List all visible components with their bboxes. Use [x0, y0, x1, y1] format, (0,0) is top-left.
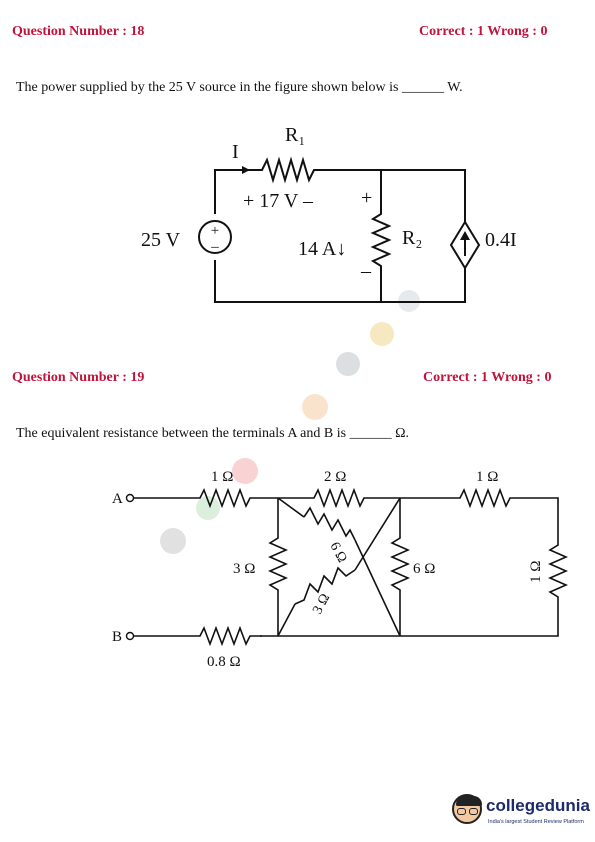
terminal-b-node [125, 631, 135, 641]
dependent-source-label: 0.4I [485, 229, 517, 251]
watermark-seal [302, 394, 328, 420]
resistor-1-ohm-label: 1 Ω [211, 469, 233, 485]
resistor-1-ohm-right-label: 1 Ω [476, 469, 498, 485]
current-arrow-head [242, 166, 250, 174]
resistor-0-8-ohm-label: 0.8 Ω [207, 654, 241, 670]
q19-question-text: The equivalent resistance between the te… [16, 426, 409, 441]
r2-plus: + [361, 187, 372, 209]
circuit-wires [214, 156, 466, 303]
r1-label: R₁ [285, 124, 305, 146]
voltage-source [198, 220, 232, 254]
resistor-6-ohm-label: 6 Ω [413, 561, 435, 577]
q19-heading: Question Number : 19 [12, 370, 145, 385]
watermark-seal [370, 322, 394, 346]
q18-heading: Question Number : 18 [12, 24, 145, 39]
mascot-icon [452, 794, 482, 824]
voltage-drop-label: + 17 V – [243, 190, 314, 212]
resistor-3-ohm-diagonal-label: 3 Ω [310, 591, 333, 617]
current-label: I [232, 141, 239, 163]
resistor-2-ohm-label: 2 Ω [324, 469, 346, 485]
resistor-1-ohm-vertical-label: 1 Ω [528, 561, 544, 583]
arrow-up-icon-head [460, 231, 470, 240]
terminal-b-label: B [112, 629, 122, 645]
source-plus: + [211, 223, 219, 239]
logo-tagline: India's largest Student Review Platform [488, 819, 584, 825]
terminal-a-label: A [112, 491, 123, 507]
collegedunia-logo: collegedunia India's largest Student Rev… [452, 792, 592, 834]
watermark-seal [336, 352, 360, 376]
q18-question-text: The power supplied by the 25 V source in… [16, 80, 463, 95]
resistor-3-ohm-label: 3 Ω [233, 561, 255, 577]
logo-name: collegedunia [486, 796, 590, 815]
q19-score: Correct : 1 Wrong : 0 [423, 370, 552, 385]
r2-minus: – [360, 260, 372, 282]
current-source-label: 14 A↓ [298, 238, 346, 260]
circuit-wires-q19 [134, 487, 568, 647]
watermark-seal [232, 458, 258, 484]
q18-score: Correct : 1 Wrong : 0 [419, 24, 548, 39]
source-minus: – [210, 239, 219, 255]
r2-label: R₂ [402, 227, 422, 249]
watermark-seal [160, 528, 186, 554]
terminal-a-node [125, 493, 135, 503]
source-label: 25 V [141, 229, 181, 251]
resistor-6-ohm-diagonal-label: 6 Ω [326, 540, 349, 566]
